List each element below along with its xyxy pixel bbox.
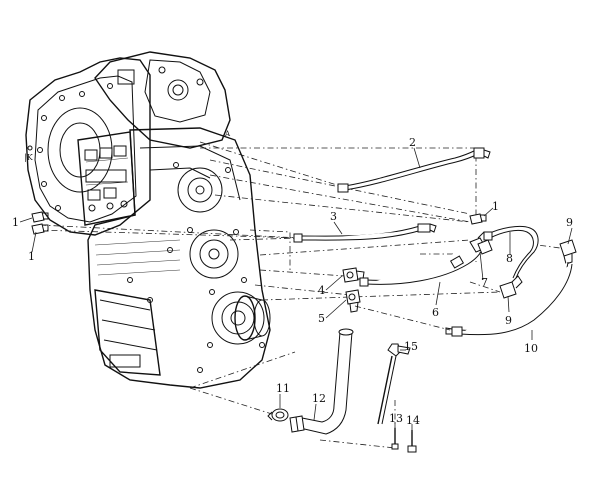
housing-marking: A xyxy=(224,130,231,138)
callout-15: 15 xyxy=(404,340,418,353)
callout-13: 13 xyxy=(389,412,403,425)
hose-part-3 xyxy=(293,223,437,243)
tee-fitting-part-4 xyxy=(342,267,365,283)
callout-2: 2 xyxy=(409,136,416,149)
hose-part-10 xyxy=(445,261,573,337)
callout-1-right: 1 xyxy=(492,200,499,213)
callout-8: 8 xyxy=(506,252,513,265)
elbow-fitting-part-5 xyxy=(345,289,361,313)
callout-4: 4 xyxy=(318,284,325,297)
fitting-part-1 xyxy=(31,211,487,235)
callout-9-upper: 9 xyxy=(566,216,573,229)
hose-part-8 xyxy=(483,225,539,279)
pin-part-13 xyxy=(391,428,399,450)
elbow-fitting-part-9 xyxy=(499,239,577,299)
callout-1-left-lower: 1 xyxy=(28,250,35,263)
callout-5: 5 xyxy=(318,312,325,325)
callout-10: 10 xyxy=(524,342,538,355)
callout-7: 7 xyxy=(481,276,488,289)
leader-lines xyxy=(19,147,573,432)
flange-marking: |K xyxy=(24,153,34,162)
callout-12: 12 xyxy=(312,392,326,405)
callout-6: 6 xyxy=(432,306,439,319)
hose-part-2 xyxy=(337,147,491,193)
callout-1-left-upper: 1 xyxy=(12,216,19,229)
callout-labels: 1 1 1 2 3 4 5 6 7 8 9 9 10 11 12 13 14 1… xyxy=(12,136,573,427)
callout-3: 3 xyxy=(330,210,337,223)
hose-part-6 xyxy=(359,245,483,287)
fitting-part-7 xyxy=(469,231,493,255)
callout-11: 11 xyxy=(276,382,290,395)
fill-tube-part-12 xyxy=(289,328,354,435)
transmission-housing: |K xyxy=(24,51,271,389)
gasket-part-11 xyxy=(267,408,289,422)
callout-9-lower: 9 xyxy=(505,314,512,327)
plug-part-14 xyxy=(407,430,417,453)
callout-14: 14 xyxy=(406,414,420,427)
